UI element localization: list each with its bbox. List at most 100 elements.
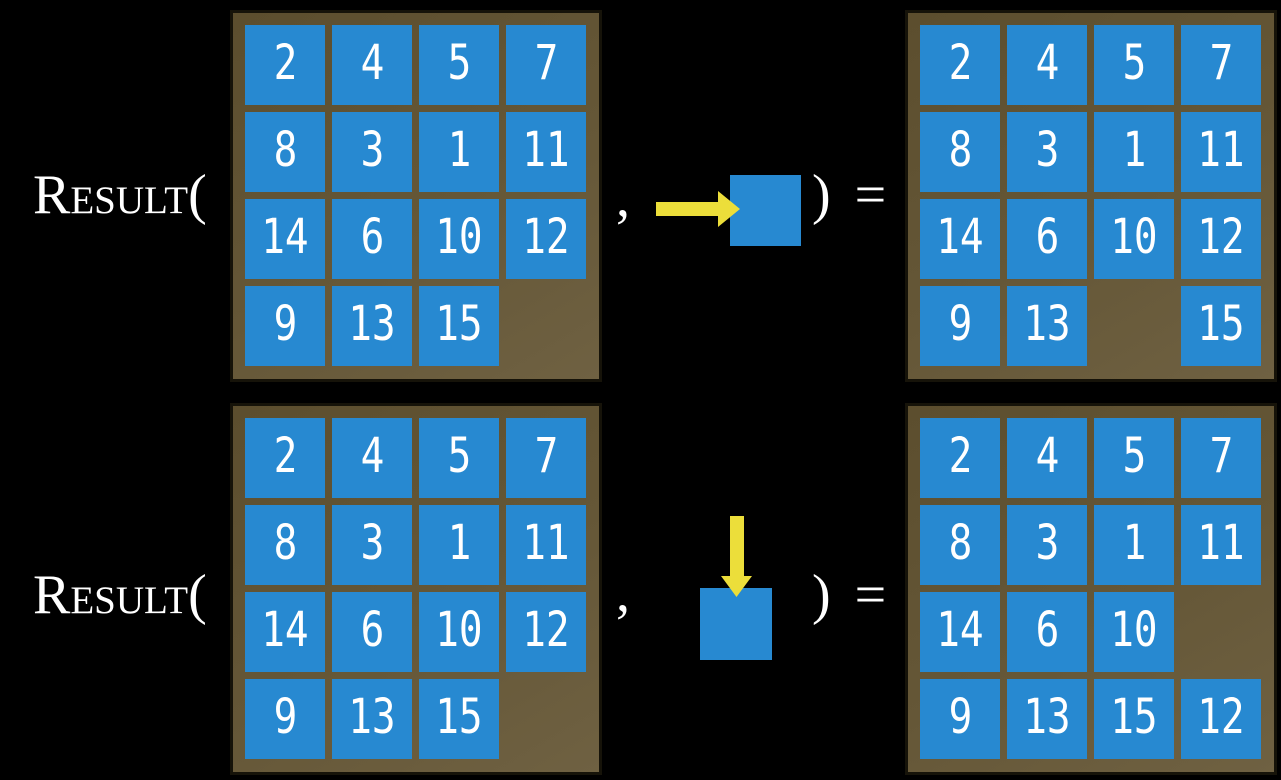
tile-number: 1 bbox=[1122, 122, 1146, 178]
puzzle-tile: 10 bbox=[1094, 199, 1174, 279]
puzzle-tile: 11 bbox=[1181, 505, 1261, 585]
puzzle-tile: 9 bbox=[245, 679, 325, 759]
puzzle-tile: 12 bbox=[1181, 679, 1261, 759]
tile-number: 9 bbox=[948, 689, 972, 745]
puzzle-tile: 2 bbox=[245, 25, 325, 105]
puzzle-tile: 4 bbox=[1007, 418, 1087, 498]
tile-number: 11 bbox=[1197, 122, 1245, 178]
right-arrow-icon bbox=[656, 191, 740, 227]
tile-number: 9 bbox=[273, 689, 297, 745]
puzzle-tile: 11 bbox=[506, 112, 586, 192]
tile-number: 5 bbox=[447, 35, 471, 91]
puzzle-tile: 12 bbox=[506, 199, 586, 279]
puzzle-tile: 1 bbox=[419, 112, 499, 192]
puzzle-tile: 7 bbox=[506, 25, 586, 105]
tile-number: 11 bbox=[522, 515, 570, 571]
tile-number: 6 bbox=[360, 209, 384, 265]
tile-number: 5 bbox=[1122, 428, 1146, 484]
puzzle-tile: 12 bbox=[1181, 199, 1261, 279]
puzzle-tile: 3 bbox=[1007, 112, 1087, 192]
tile-number: 7 bbox=[1209, 35, 1233, 91]
tile-number: 3 bbox=[1035, 515, 1059, 571]
tile-number: 12 bbox=[522, 209, 570, 265]
close-paren-equals-label: ) = bbox=[812, 164, 887, 226]
tile-number: 7 bbox=[534, 35, 558, 91]
tile-number: 13 bbox=[1023, 689, 1071, 745]
puzzle-tile: 9 bbox=[245, 286, 325, 366]
puzzle-tile: 4 bbox=[1007, 25, 1087, 105]
tile-number: 1 bbox=[1122, 515, 1146, 571]
close-paren-equals-label: ) = bbox=[812, 564, 887, 626]
empty-cell bbox=[1094, 286, 1174, 366]
empty-cell bbox=[506, 286, 586, 366]
tile-number: 7 bbox=[534, 428, 558, 484]
tile-number: 4 bbox=[360, 35, 384, 91]
tile-number: 11 bbox=[522, 122, 570, 178]
puzzle-tile: 13 bbox=[1007, 679, 1087, 759]
tile-number: 2 bbox=[273, 428, 297, 484]
puzzle-tile: 15 bbox=[419, 286, 499, 366]
tile-number: 4 bbox=[360, 428, 384, 484]
tile-number: 6 bbox=[1035, 602, 1059, 658]
tile-number: 13 bbox=[348, 689, 396, 745]
puzzle-tile: 1 bbox=[1094, 112, 1174, 192]
puzzle-tile: 10 bbox=[1094, 592, 1174, 672]
puzzle-tile: 3 bbox=[332, 112, 412, 192]
tile-number: 5 bbox=[1122, 35, 1146, 91]
puzzle-tile: 2 bbox=[920, 25, 1000, 105]
comma-separator: , bbox=[616, 562, 630, 624]
comma-separator: , bbox=[616, 167, 630, 229]
tile-number: 15 bbox=[435, 296, 483, 352]
empty-cell bbox=[506, 679, 586, 759]
tile-number: 3 bbox=[1035, 122, 1059, 178]
move-tile bbox=[700, 588, 772, 660]
tile-number: 15 bbox=[435, 689, 483, 745]
puzzle-tile: 15 bbox=[419, 679, 499, 759]
tile-number: 1 bbox=[447, 515, 471, 571]
puzzle-tile: 3 bbox=[332, 505, 412, 585]
puzzle-tile: 10 bbox=[419, 199, 499, 279]
move-tile bbox=[730, 175, 801, 246]
puzzle-tile: 14 bbox=[920, 592, 1000, 672]
puzzle-tile: 7 bbox=[506, 418, 586, 498]
puzzle-tile: 8 bbox=[920, 112, 1000, 192]
puzzle-tile: 7 bbox=[1181, 418, 1261, 498]
tile-number: 8 bbox=[273, 122, 297, 178]
down-arrow-icon bbox=[721, 516, 752, 597]
puzzle-tile: 10 bbox=[419, 592, 499, 672]
tile-number: 13 bbox=[1023, 296, 1071, 352]
tile-number: 12 bbox=[1197, 209, 1245, 265]
puzzle-tile: 11 bbox=[506, 505, 586, 585]
puzzle-tile: 6 bbox=[1007, 592, 1087, 672]
puzzle-tile: 3 bbox=[1007, 505, 1087, 585]
puzzle-tile: 1 bbox=[1094, 505, 1174, 585]
tile-number: 3 bbox=[360, 122, 384, 178]
puzzle-tile: 13 bbox=[332, 286, 412, 366]
tile-number: 8 bbox=[948, 515, 972, 571]
puzzle-tile: 4 bbox=[332, 25, 412, 105]
tile-number: 12 bbox=[522, 602, 570, 658]
tile-number: 11 bbox=[1197, 515, 1245, 571]
puzzle-tile: 4 bbox=[332, 418, 412, 498]
tile-number: 6 bbox=[360, 602, 384, 658]
puzzle-tile: 2 bbox=[920, 418, 1000, 498]
puzzle-tile: 6 bbox=[332, 199, 412, 279]
empty-cell bbox=[1181, 592, 1261, 672]
tile-number: 14 bbox=[936, 209, 984, 265]
tile-number: 9 bbox=[273, 296, 297, 352]
puzzle-tile: 8 bbox=[245, 112, 325, 192]
puzzle-tile: 9 bbox=[920, 679, 1000, 759]
tile-number: 4 bbox=[1035, 35, 1059, 91]
tile-number: 2 bbox=[948, 428, 972, 484]
tile-number: 10 bbox=[435, 209, 483, 265]
tile-number: 1 bbox=[447, 122, 471, 178]
tile-number: 12 bbox=[1197, 689, 1245, 745]
puzzle-tile: 6 bbox=[1007, 199, 1087, 279]
tile-number: 15 bbox=[1197, 296, 1245, 352]
puzzle-tile: 2 bbox=[245, 418, 325, 498]
puzzle-tile: 5 bbox=[419, 25, 499, 105]
tile-number: 5 bbox=[447, 428, 471, 484]
tile-number: 3 bbox=[360, 515, 384, 571]
